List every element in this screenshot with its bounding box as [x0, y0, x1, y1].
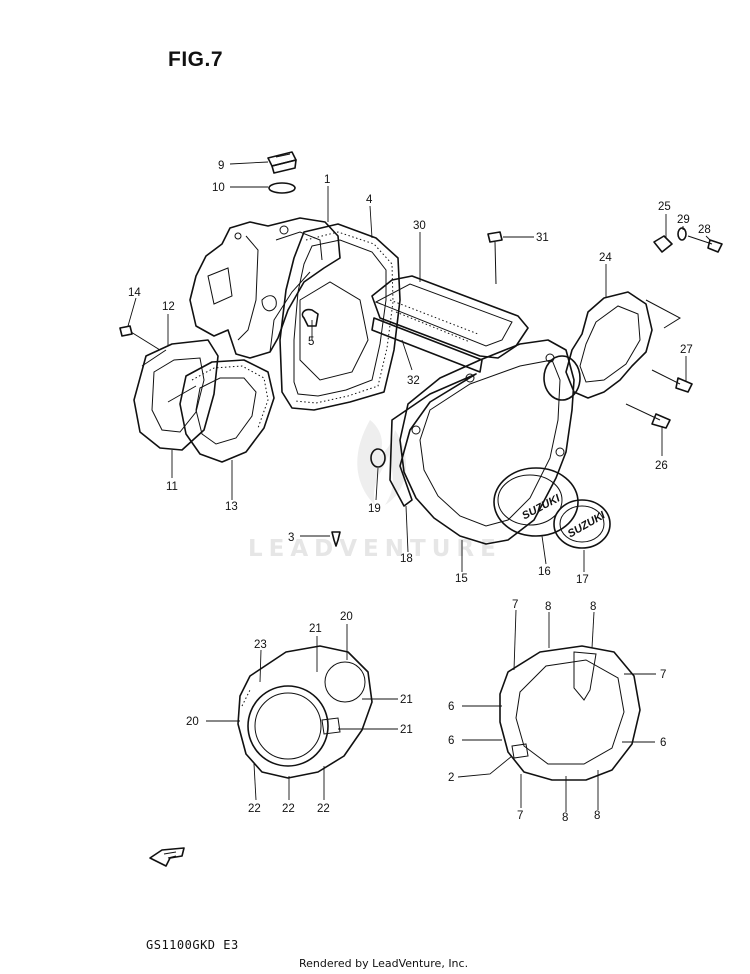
callout-31: 31: [536, 232, 549, 244]
washer-29: [677, 227, 687, 241]
dowel-pin: [301, 308, 319, 327]
callout-4: 4: [366, 194, 373, 206]
o-ring: [268, 182, 296, 194]
left-cover-outline: [237, 645, 373, 779]
callout-6: 6: [448, 701, 454, 713]
callout-7: 7: [517, 810, 523, 822]
callout-18: 18: [400, 553, 413, 565]
bolt-14: [119, 325, 161, 351]
emblem-plate: SUZUKI: [493, 467, 579, 537]
callout-8: 8: [590, 601, 596, 613]
watermark-text: LEADVENTURE: [248, 536, 502, 562]
emblem-badge: SUZUKI: [553, 499, 611, 549]
bolt-31: [487, 231, 503, 285]
right-cover-outline: [499, 645, 641, 781]
side-cover-gasket: [179, 359, 275, 463]
callout-2: 2: [448, 772, 454, 784]
bolt-28: [687, 235, 723, 253]
figure-title: FIG.7: [168, 48, 224, 71]
emblem-label: SUZUKI: [520, 492, 563, 522]
callout-21: 21: [400, 724, 413, 736]
callout-17: 17: [576, 574, 589, 586]
callout-20: 20: [186, 716, 199, 728]
callout-12: 12: [162, 301, 175, 313]
callout-13: 13: [225, 501, 238, 513]
callout-29: 29: [677, 214, 690, 226]
callout-22: 22: [248, 803, 261, 815]
model-code: GS1100GKD E3: [146, 938, 239, 952]
generator-cover: [399, 339, 575, 545]
callout-28: 28: [698, 224, 711, 236]
plug-3: [331, 531, 341, 547]
inner-frame: [299, 281, 369, 381]
callout-1: 1: [324, 174, 330, 186]
bolt-27: [651, 369, 693, 393]
callout-19: 19: [368, 503, 381, 515]
callout-11: 11: [166, 481, 178, 493]
render-credit: Rendered by LeadVenture, Inc.: [299, 957, 469, 970]
callout-8: 8: [562, 812, 568, 824]
bolt-26: [625, 403, 671, 429]
callout-25: 25: [658, 201, 671, 213]
callout-6: 6: [448, 735, 454, 747]
callout-27: 27: [680, 344, 693, 356]
callout-23: 23: [254, 639, 267, 651]
cover-gasket: [279, 223, 401, 411]
side-cover-12: [133, 339, 219, 451]
callout-5: 5: [308, 336, 314, 348]
collar-25: [653, 235, 673, 253]
callout-8: 8: [594, 810, 600, 822]
callout-20: 20: [340, 611, 353, 623]
callout-9: 9: [218, 160, 224, 172]
forward-arrow-icon: [149, 847, 185, 867]
callout-7: 7: [512, 599, 518, 611]
generator-cover-gasket: [389, 373, 477, 507]
dowel-19: [370, 448, 386, 468]
callout-labels: 9 10 1 4 30 31 25 29 28 24 14 12 5 32 27…: [128, 160, 711, 824]
cover-boss: [543, 355, 581, 401]
callout-6: 6: [660, 737, 666, 749]
breather-cover: [371, 275, 529, 359]
emblem-badge-label: SUZUKI: [566, 509, 608, 540]
callout-8: 8: [545, 601, 551, 613]
callout-21: 21: [400, 694, 413, 706]
leader-lines: [127, 161, 711, 812]
callout-10: 10: [212, 182, 225, 194]
callout-22: 22: [282, 803, 295, 815]
callout-30: 30: [413, 220, 426, 232]
breather-gasket: [371, 317, 483, 373]
callout-26: 26: [655, 460, 668, 472]
callout-7: 7: [660, 669, 666, 681]
callout-14: 14: [128, 287, 141, 299]
callout-3: 3: [288, 532, 294, 544]
oil-filler-cap: [267, 151, 297, 174]
starter-cover: [565, 291, 682, 399]
callout-24: 24: [599, 252, 612, 264]
callout-32: 32: [407, 375, 420, 387]
callout-15: 15: [455, 573, 468, 585]
callout-16: 16: [538, 566, 551, 578]
callout-22: 22: [317, 803, 330, 815]
watermark-logo: [357, 420, 407, 505]
callout-21: 21: [309, 623, 322, 635]
crankcase-cover: [189, 217, 341, 359]
